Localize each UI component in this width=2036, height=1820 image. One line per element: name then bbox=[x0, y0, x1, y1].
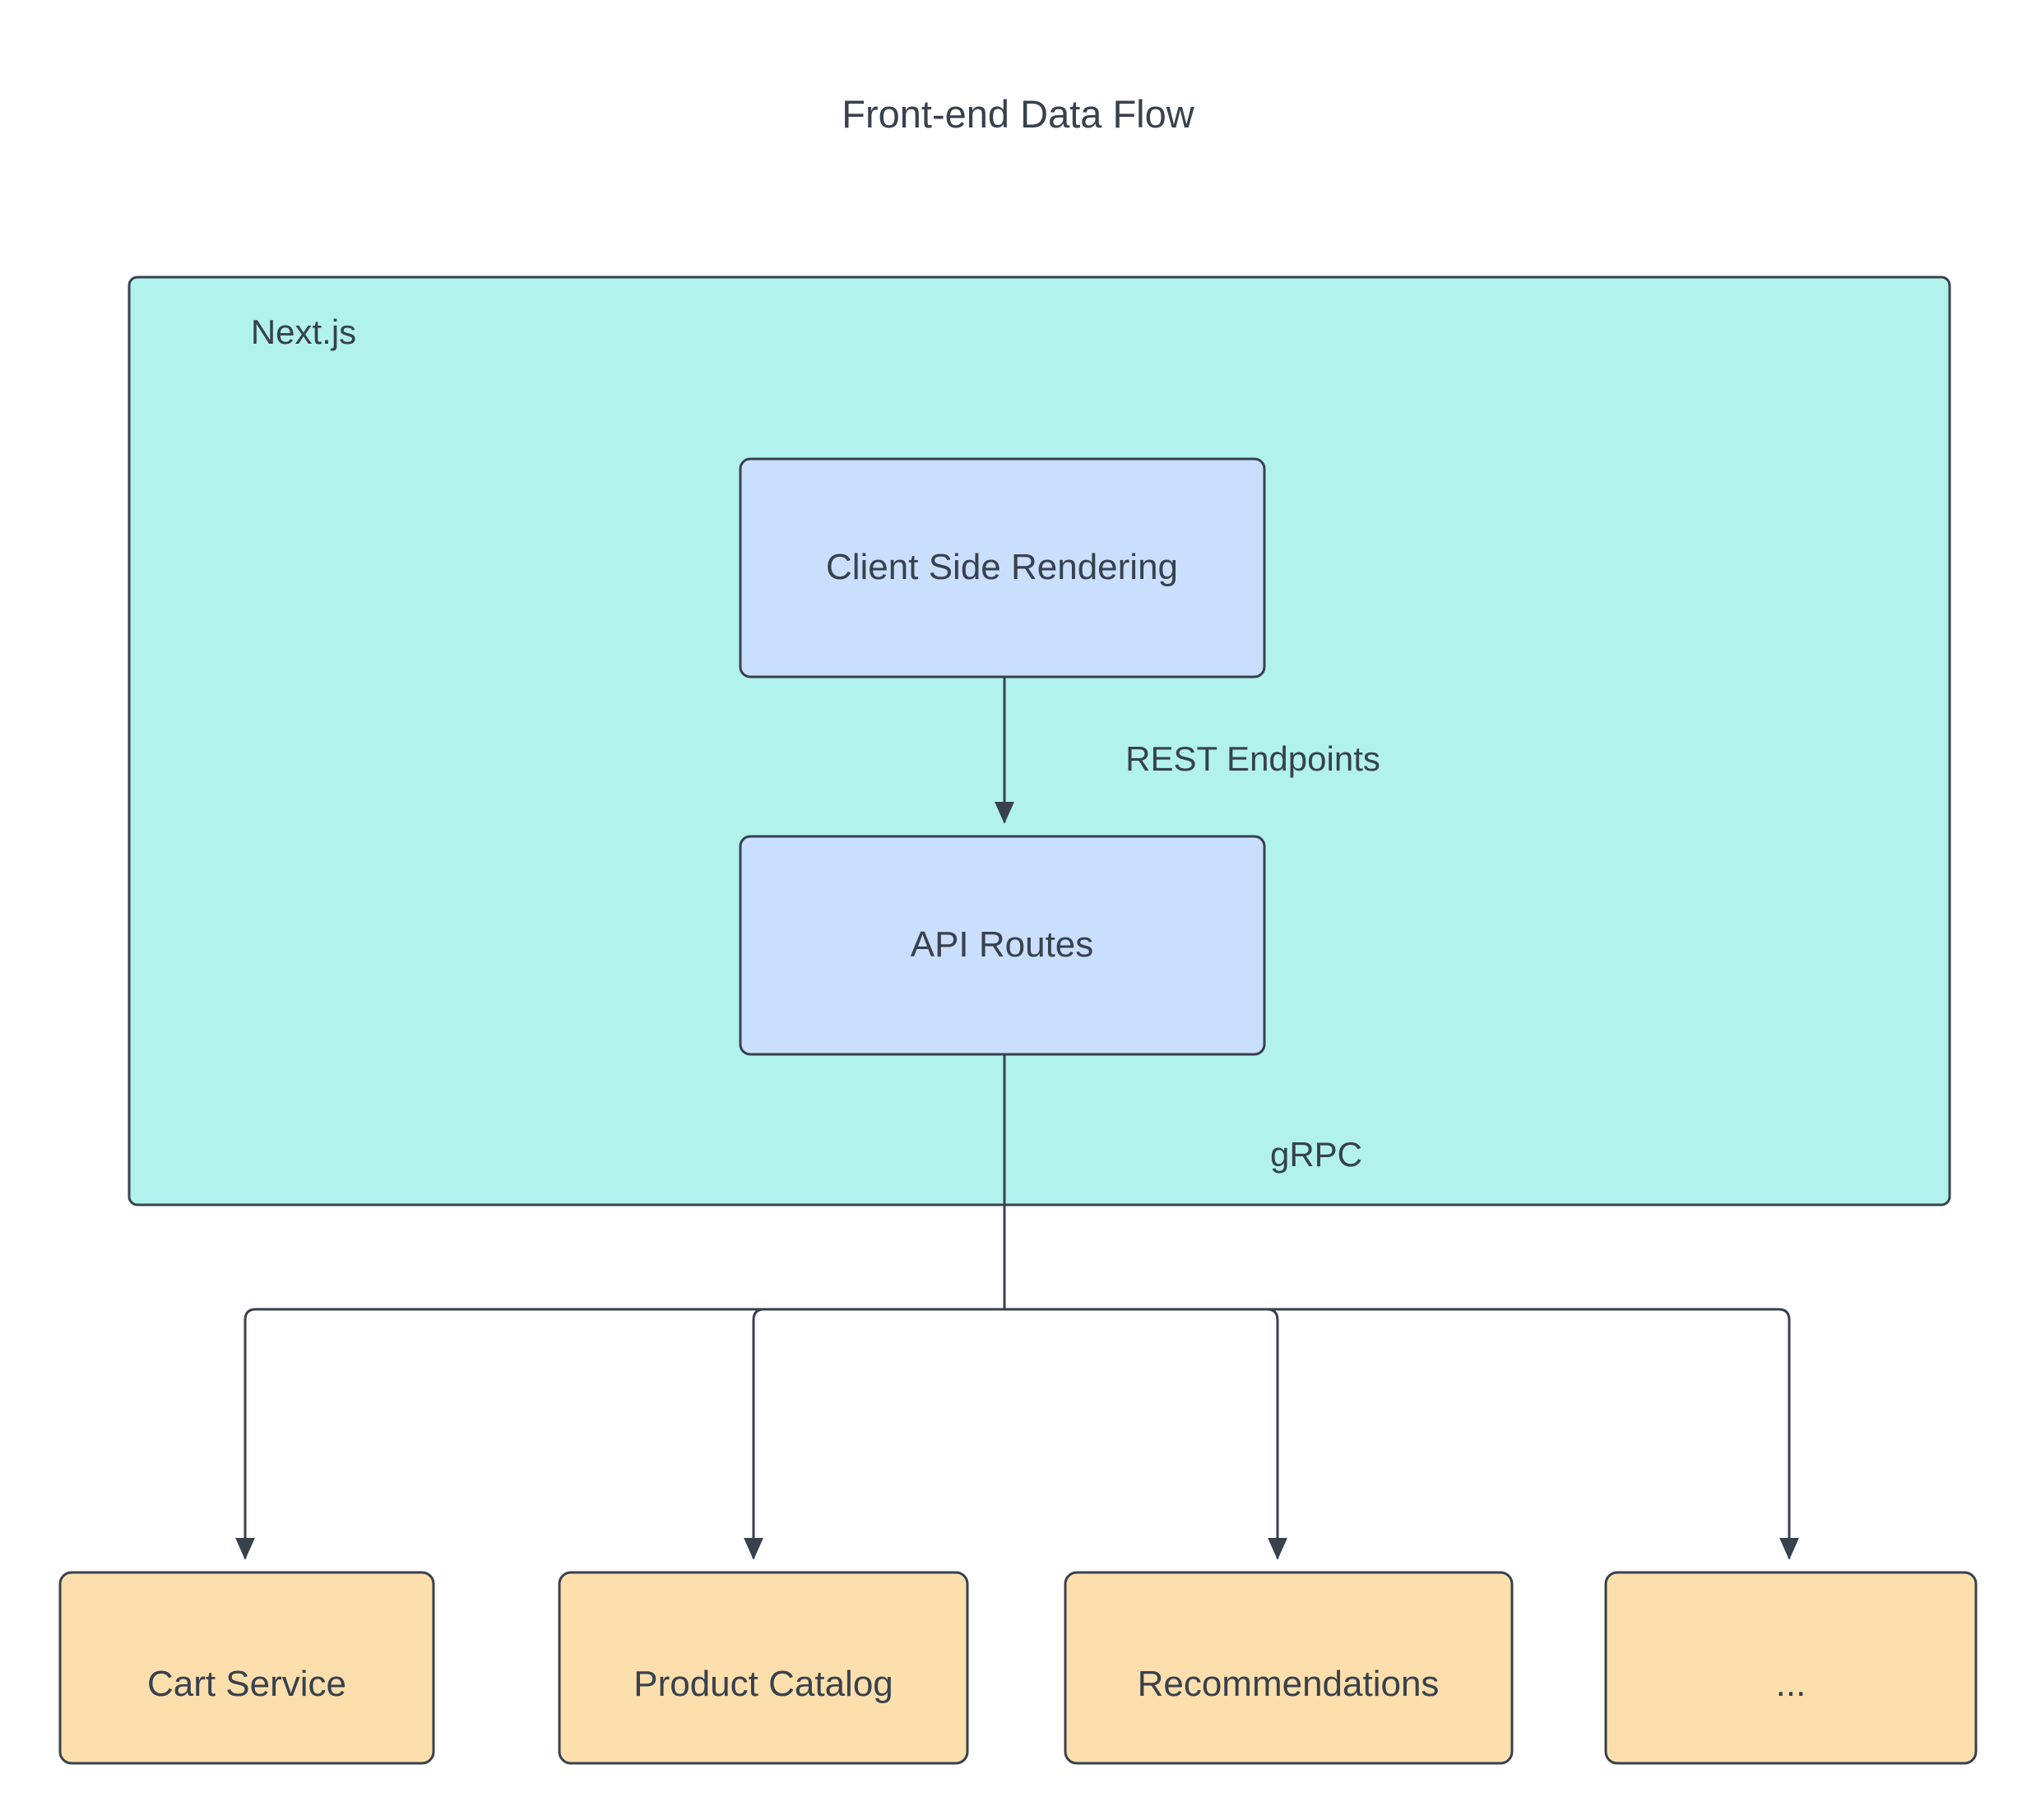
node-api-routes-box[interactable] bbox=[739, 835, 1266, 1056]
node-more-box[interactable] bbox=[1604, 1571, 1978, 1765]
node-label-cart-service[interactable]: Cart Service bbox=[146, 1664, 347, 1704]
node-label-api-routes[interactable]: API Routes bbox=[910, 924, 1094, 965]
node-client-side-rendering-box[interactable] bbox=[739, 457, 1266, 678]
edge-label-rest-endpoints: REST Endpoints bbox=[1125, 739, 1380, 778]
diagram-title: Front-end Data Flow bbox=[842, 92, 1194, 136]
edge-label-grpc: gRPC bbox=[1269, 1135, 1363, 1174]
group-nextjs-box bbox=[128, 276, 1951, 1206]
edge-api-to-catalog bbox=[744, 1308, 1004, 1560]
edge-api-to-cart bbox=[235, 1308, 1004, 1560]
node-label-client-side-rendering[interactable]: Client Side Rendering bbox=[825, 547, 1179, 587]
edge-api-to-more bbox=[1004, 1308, 1799, 1560]
node-product-catalog-box[interactable] bbox=[558, 1571, 969, 1765]
node-label-more[interactable]: ... bbox=[1775, 1664, 1806, 1704]
group-label-nextjs: Next.js bbox=[250, 313, 357, 351]
node-recommendations-box[interactable] bbox=[1064, 1571, 1514, 1765]
edge-api-to-recommendations bbox=[1004, 1308, 1287, 1560]
node-cart-service-box[interactable] bbox=[58, 1571, 435, 1765]
node-label-product-catalog[interactable]: Product Catalog bbox=[633, 1664, 893, 1704]
node-label-recommendations[interactable]: Recommendations bbox=[1137, 1664, 1440, 1704]
